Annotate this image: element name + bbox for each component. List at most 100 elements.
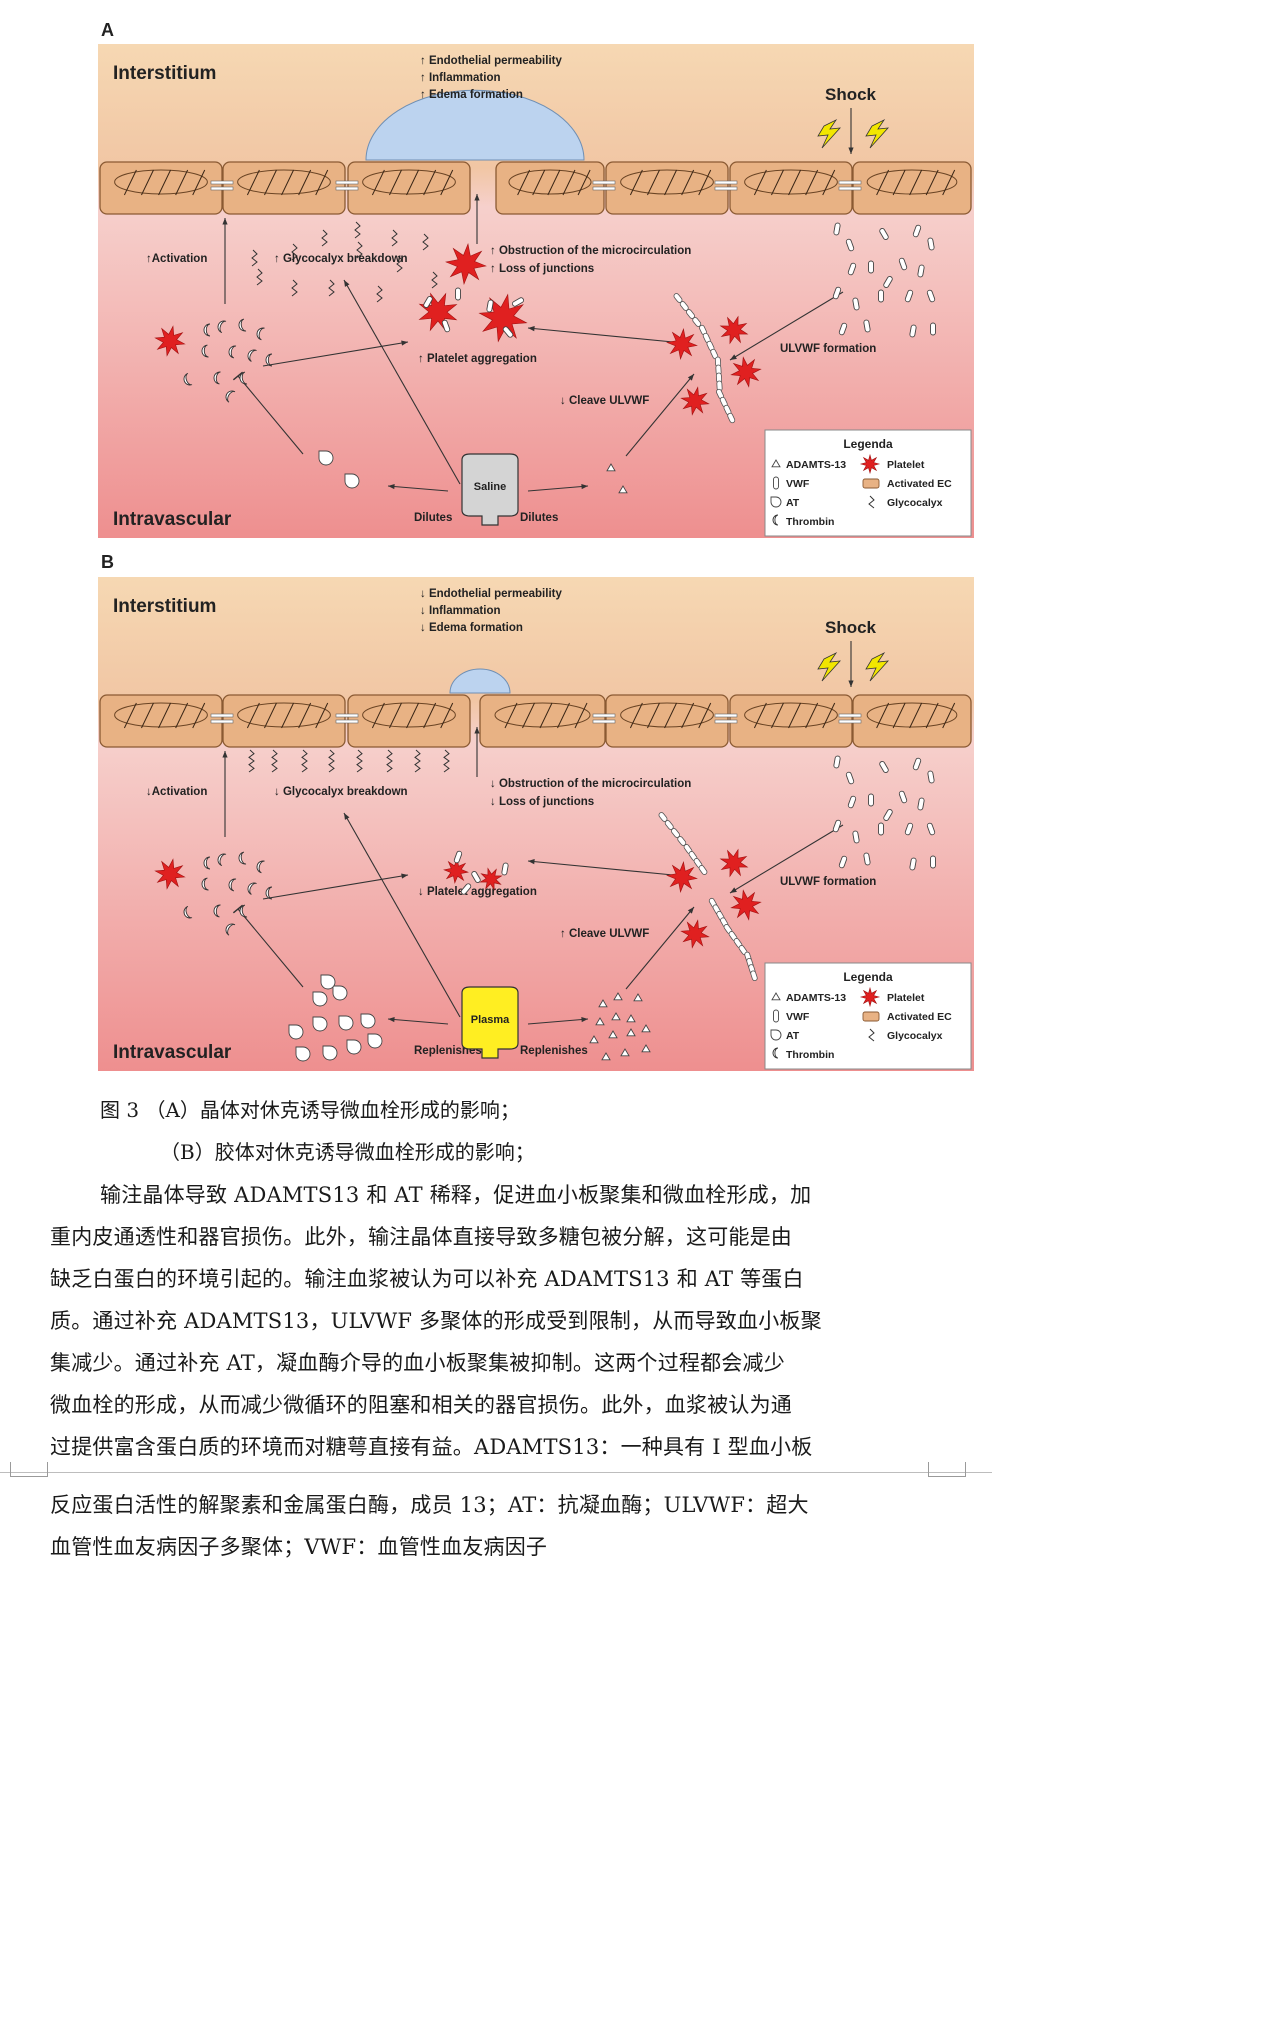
body-text-line: 输注晶体导致 ADAMTS13 和 AT 稀释，促进血小板聚集和微血栓形成，加 [100,1183,812,1207]
vwf-icon [471,871,481,883]
legend-adamts13: ADAMTS-13 [786,992,846,1004]
glycocalyx-icon [386,749,393,773]
endothelial-cell [852,161,972,215]
thrombin-shape [201,877,209,891]
cell-hatch [876,702,890,729]
vwf-icon [773,1009,779,1023]
glycocalyx-icon [376,285,383,303]
shock-label: Shock [825,618,877,637]
vwf-icon [868,260,874,274]
vwf-to-aggregation-arrow-head [528,326,535,332]
adamts13-icon [608,1030,618,1039]
glycocalyx-icon [414,749,421,773]
cell-nucleus [362,169,456,195]
vwf-icon [917,264,925,278]
platelet-icon [154,858,186,890]
legend: LegendaADAMTS-13VWFATThrombinPlateletAct… [764,429,972,537]
left-arrow-label: Dilutes [414,512,452,524]
cell-hatch [141,702,154,729]
thrombin-shape [225,390,236,403]
fluid-to-glycocalyx-arrow [343,279,461,485]
thrombin-shape [183,905,193,919]
at-icon [295,1046,311,1062]
endothelial-cell [729,694,853,748]
page-corner-mark-right [928,1462,966,1477]
at-inhibits-thrombin [237,908,304,988]
at-icon [318,450,334,466]
thrombin-to-aggregation-arrow-head [401,873,408,879]
cell-hatch [371,702,385,729]
cell-hatch [629,169,643,196]
body-text-line: 质。通过补充 ADAMTS13，ULVWF 多聚体的形成受到限制，从而导致血小板… [50,1309,822,1333]
thrombin-shape [228,345,237,359]
adamts13-icon [620,1048,630,1057]
adamts13-icon [598,999,608,1008]
tight-junction [335,186,359,191]
thrombin-shape [265,886,273,900]
adamts13-icon [618,485,628,494]
cell-hatch [788,702,802,729]
vwf-icon [912,757,922,771]
cell-hatch [822,169,836,196]
thrombin-icon [238,318,247,332]
vwf-icon [927,770,935,784]
vwf-icon [833,222,841,236]
thrombin-shape [217,320,227,334]
thrombin-icon [256,860,265,874]
cell-hatch [788,169,802,196]
cell-hatch [771,169,784,196]
vwf-icon [845,771,855,785]
vwf-multimer [750,970,758,982]
permeability-arrow-head [474,727,480,734]
legend-at: AT [786,1030,800,1042]
platelet-icon [730,889,762,921]
adamts13-icon [633,993,643,1002]
cell-hatch [547,169,561,196]
tight-junction [592,713,616,718]
body-text-line: 集减少。通过补充 AT，凝血酶介导的血小板聚集被抑制。这两个过程都会减少 [50,1351,785,1375]
at-inhibits-thrombin-bar [232,371,244,381]
adamts-cleave-arrow [625,906,695,990]
vwf-icon [441,319,451,333]
lightning-bolt-icon [817,118,841,149]
obstruction-label: ↑ Obstruction of the microcirculation [490,245,691,257]
body-text-line: 过提供富含蛋白质的环境而对糖萼直接有益。ADAMTS13：一种具有 I 型血小板 [50,1435,813,1459]
at-icon [367,1033,383,1049]
adamts13-icon [611,1012,621,1021]
shock-label: Shock [825,85,877,104]
thrombin-to-aggregation-arrow-head [401,340,408,346]
fluid-bag-body [461,453,519,526]
cell-nucleus [114,169,208,195]
thrombin-shape [213,904,221,918]
edema-bubble [449,668,511,694]
cell-hatch [264,702,277,729]
thrombin-icon [265,353,273,367]
platelet-aggregation-label: ↓ Platelet aggregation [418,886,537,898]
cell-nucleus [508,169,592,195]
body-text-line: 反应蛋白活性的解聚素和金属蛋白酶，成员 13；AT：抗凝血酶；ULVWF：超大 [50,1493,809,1517]
vwf-icon [847,795,857,809]
thrombin-icon [238,851,247,865]
platelet-icon [680,919,710,949]
glycocalyx-breakdown-label: ↓ Glycocalyx breakdown [274,786,408,798]
tight-junction [592,180,616,185]
vwf-icon [852,830,860,844]
cell-hatch [440,169,454,196]
thrombin-shape [213,371,221,385]
platelet-icon [479,867,503,891]
cell-hatch [647,702,660,729]
right-fluid-arrow-head [581,483,588,490]
cell-hatch [315,702,329,729]
fluid-to-glycocalyx-arrow-head [344,280,350,287]
vwf-icon [847,262,857,276]
tight-junction [210,719,234,724]
ulvwf-formation-arrow [729,291,844,361]
adamts13-icon [589,1035,599,1044]
cell-hatch [423,169,437,196]
thrombin-icon [228,345,237,359]
vwf-icon [833,755,841,769]
tight-junction [714,186,738,191]
fluid-bag-icon: Saline [461,453,519,526]
